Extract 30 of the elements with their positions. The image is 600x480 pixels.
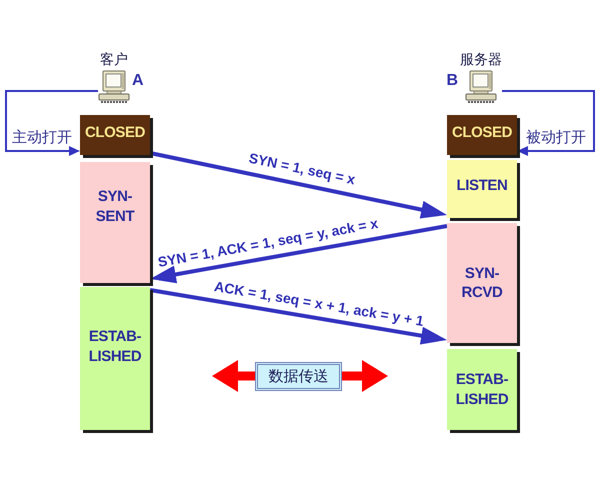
- arrow: [212, 360, 255, 392]
- state-box: [447, 349, 517, 430]
- state-label: SYN- RCVD: [460, 264, 504, 302]
- state-label: SYN- SENT: [94, 187, 136, 226]
- state-label: LISTEN: [456, 176, 508, 196]
- data-transfer-box: [255, 362, 342, 391]
- state-label: ESTAB- LISHED: [454, 370, 510, 409]
- arrow: [5, 90, 98, 156]
- edge-label: 被动打开: [526, 128, 586, 146]
- computer-label: 客户: [100, 51, 128, 70]
- host-letter: A: [132, 72, 144, 90]
- state-box: [80, 162, 150, 283]
- transfer-label: 数据传送: [268, 367, 328, 386]
- state-label: CLOSED: [452, 123, 512, 143]
- edge-label: 主动打开: [12, 128, 72, 146]
- edge-label: SYN = 1, seq = x: [246, 150, 356, 189]
- edge-label: ACK = 1, seq = x + 1, ack = y + 1: [212, 278, 425, 330]
- state-box: [80, 115, 150, 155]
- state-box: [447, 223, 517, 343]
- host-letter: B: [446, 72, 458, 90]
- state-box: [447, 160, 517, 218]
- arrow: [502, 90, 595, 156]
- state-label: CLOSED: [84, 123, 146, 143]
- state-box: [80, 287, 150, 430]
- edge-label: SYN = 1, ACK = 1, seq = y, ack = x: [156, 214, 380, 271]
- arrow: [150, 288, 448, 345]
- computer-label: 服务器: [460, 51, 502, 70]
- state-box: [447, 115, 517, 155]
- state-label: ESTAB- LISHED: [88, 327, 142, 366]
- arrow: [342, 360, 388, 392]
